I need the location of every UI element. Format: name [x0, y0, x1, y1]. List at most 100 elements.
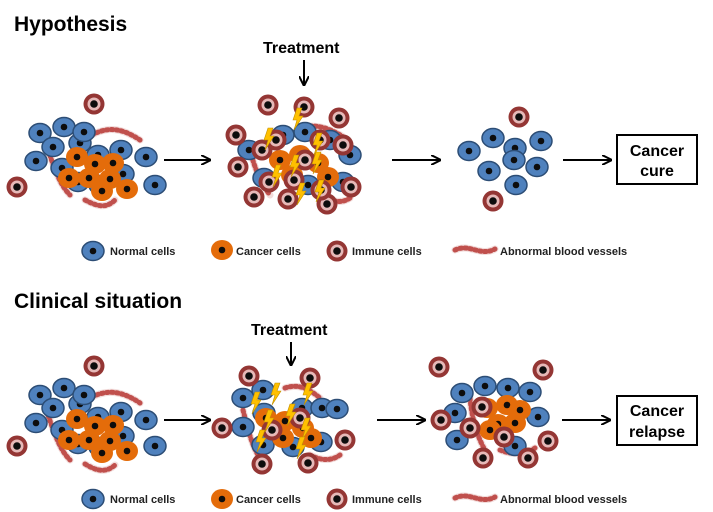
hypothesis-title: Hypothesis [14, 13, 127, 36]
normal-cell [457, 140, 481, 162]
immune-cell [309, 129, 331, 151]
immune-cell [340, 176, 362, 198]
immune-cell [6, 435, 28, 457]
immune-cell [326, 240, 348, 262]
lightning-bolt-icon [250, 391, 262, 415]
normal-cell [143, 174, 167, 196]
immune-cell [211, 417, 233, 439]
lightning-bolt-icon [289, 154, 301, 178]
normal-cell [28, 384, 52, 406]
cancer-cell [91, 181, 113, 201]
normal-cell [72, 121, 96, 143]
immune-cell [472, 447, 494, 469]
legend-immune-label: Immune cells [352, 494, 422, 506]
immune-cell [261, 419, 283, 441]
hypothesis-outcome-box: Cancer cure [616, 134, 698, 185]
clinical-stage1-tumor [6, 355, 167, 474]
normal-cell [529, 130, 553, 152]
cancer-cell [116, 179, 138, 199]
immune-cell [297, 452, 319, 474]
cancer-cell [66, 147, 88, 167]
immune-cell [257, 94, 279, 116]
lightning-bolt-icon [312, 132, 324, 156]
legend-cancer-label: Cancer cells [236, 246, 301, 258]
hypothesis-treatment-label: Treatment [263, 40, 340, 57]
immune-cell [328, 107, 350, 129]
normal-cell [496, 377, 520, 399]
lightning-bolt-icon [255, 429, 267, 453]
normal-cell [473, 375, 497, 397]
cancer-cell [269, 150, 291, 170]
legend-cancer-label: Cancer cells [236, 494, 301, 506]
lightning-bolt-icon [292, 107, 304, 131]
lightning-bolt-icon [295, 436, 307, 460]
normal-cell [81, 488, 105, 510]
immune-cell [471, 396, 493, 418]
normal-cell [504, 174, 528, 196]
immune-cell [532, 359, 554, 381]
immune-cell [537, 430, 559, 452]
normal-cell [134, 409, 158, 431]
normal-cell [477, 160, 501, 182]
blood-vessel [89, 389, 143, 406]
cancer-cell [504, 413, 526, 433]
normal-cell [143, 435, 167, 457]
lightning-bolt-icon [302, 382, 314, 406]
legend-immune-label: Immune cells [352, 246, 422, 258]
immune-cell [83, 93, 105, 115]
cancer-cell [66, 409, 88, 429]
immune-cell [299, 367, 321, 389]
normal-cell [24, 150, 48, 172]
normal-cell [231, 387, 255, 409]
legend-normal-label: Normal cells [110, 246, 175, 258]
normal-cell [231, 416, 255, 438]
normal-cell [52, 116, 76, 138]
outcome-line-2: cure [640, 163, 674, 180]
normal-cell [28, 122, 52, 144]
lightning-bolt-icon [271, 164, 283, 188]
cancer-cell [102, 415, 124, 435]
clinical-treatment-label: Treatment [251, 322, 328, 339]
clinical-outcome-box: Cancer relapse [616, 395, 698, 446]
clinical-stage3-relapse [428, 356, 559, 469]
blood-vessel [82, 461, 118, 473]
blood-vessel [89, 127, 143, 143]
clinical-title: Clinical situation [14, 290, 182, 313]
normal-cell [481, 127, 505, 149]
outcome-line-2: relapse [629, 424, 685, 441]
normal-cell [526, 406, 550, 428]
immune-cell [238, 365, 260, 387]
immune-cell [332, 134, 354, 156]
immune-cell [430, 409, 452, 431]
lightning-bolt-icon [285, 403, 297, 427]
immune-cell [508, 106, 530, 128]
legend-vessel-icon [452, 245, 498, 255]
cancer-cell [58, 168, 80, 188]
immune-cell [326, 488, 348, 510]
cancer-cell [58, 430, 80, 450]
immune-cell [517, 447, 539, 469]
immune-cell [225, 124, 247, 146]
cancer-cell [91, 443, 113, 463]
clinical-stage2-tumor [211, 365, 356, 475]
immune-cell [6, 176, 28, 198]
normal-cell [525, 156, 549, 178]
immune-cell [482, 190, 504, 212]
legend-normal-label: Normal cells [110, 494, 175, 506]
cancer-cell [116, 441, 138, 461]
cancer-cell [78, 168, 100, 188]
immune-cell [493, 426, 515, 448]
lightning-bolt-icon [300, 417, 312, 441]
lightning-bolt-icon [263, 127, 275, 151]
hypothesis-stage1-tumor [6, 93, 167, 210]
immune-cell [83, 355, 105, 377]
lightning-bolt-icon [295, 182, 307, 206]
normal-cell [24, 412, 48, 434]
normal-cell [72, 384, 96, 406]
lightning-bolt-icon [270, 382, 282, 406]
normal-cell [41, 136, 65, 158]
legend-vessel-icon [452, 493, 498, 503]
normal-cell [325, 398, 349, 420]
normal-cell [518, 381, 542, 403]
